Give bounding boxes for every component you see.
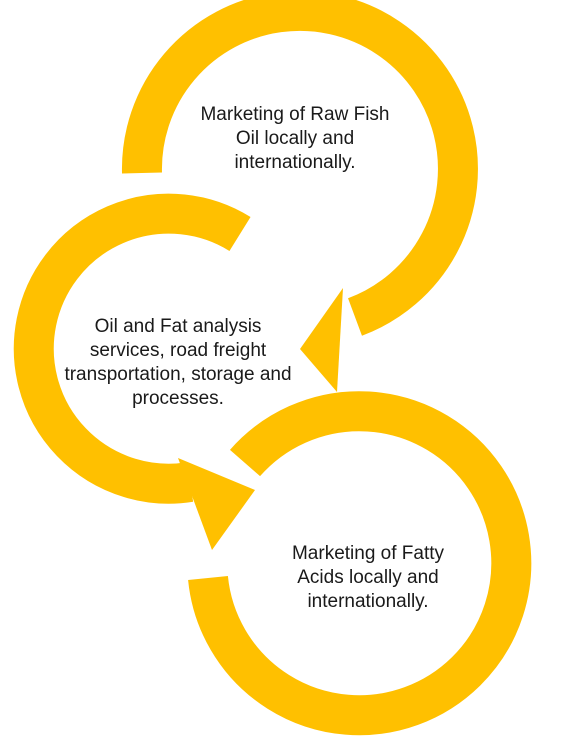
bottom-circular-arrow [188,391,532,736]
step-fatty-acids-text: Marketing of Fatty Acids locally and int… [291,543,445,612]
middle-arrowhead [178,458,255,550]
top-circular-arrow [121,0,478,392]
top-arrowhead [300,288,343,392]
step-analysis-services-text: Oil and Fat analysis services, road frei… [64,316,292,409]
middle-circular-arrow [13,193,255,550]
step-raw-fish-oil-text: Marketing of Raw Fish Oil locally and in… [200,104,390,173]
top-arrow-ring [121,0,478,336]
middle-arrow-ring [13,193,251,504]
bottom-arrow-ring [188,391,532,736]
